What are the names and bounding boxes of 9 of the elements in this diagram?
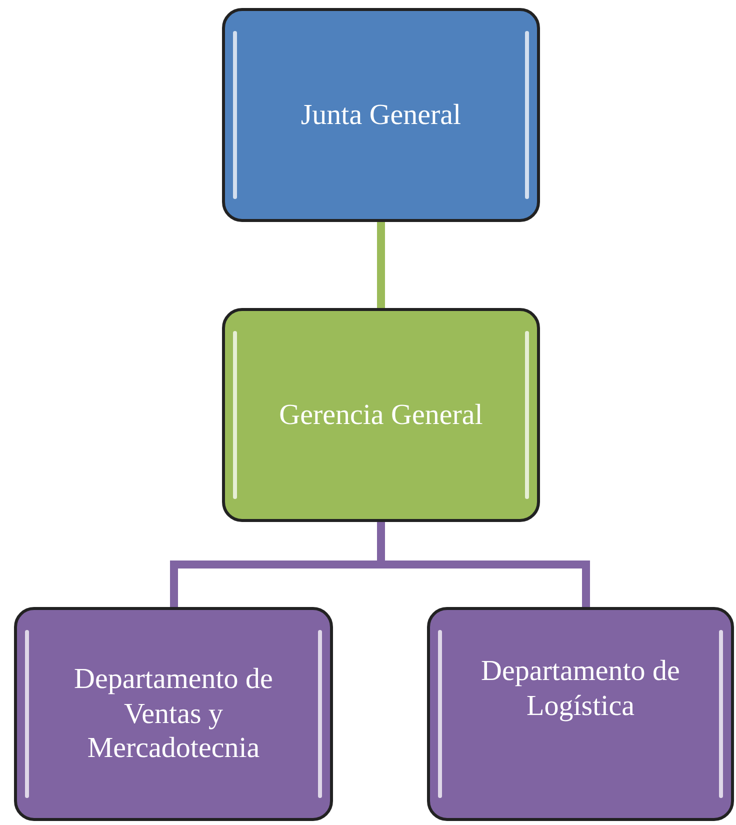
box-label: Junta General [300, 98, 462, 132]
box-label: Departamento de Ventas y Mercadotecnia [73, 662, 274, 766]
org-box [222, 8, 540, 222]
org-box [222, 308, 540, 522]
connector-line [377, 222, 385, 308]
box-label: Departamento de Logística [480, 654, 681, 724]
org-box [14, 607, 333, 821]
org-box [427, 607, 734, 821]
box-label: Gerencia General [279, 398, 483, 432]
